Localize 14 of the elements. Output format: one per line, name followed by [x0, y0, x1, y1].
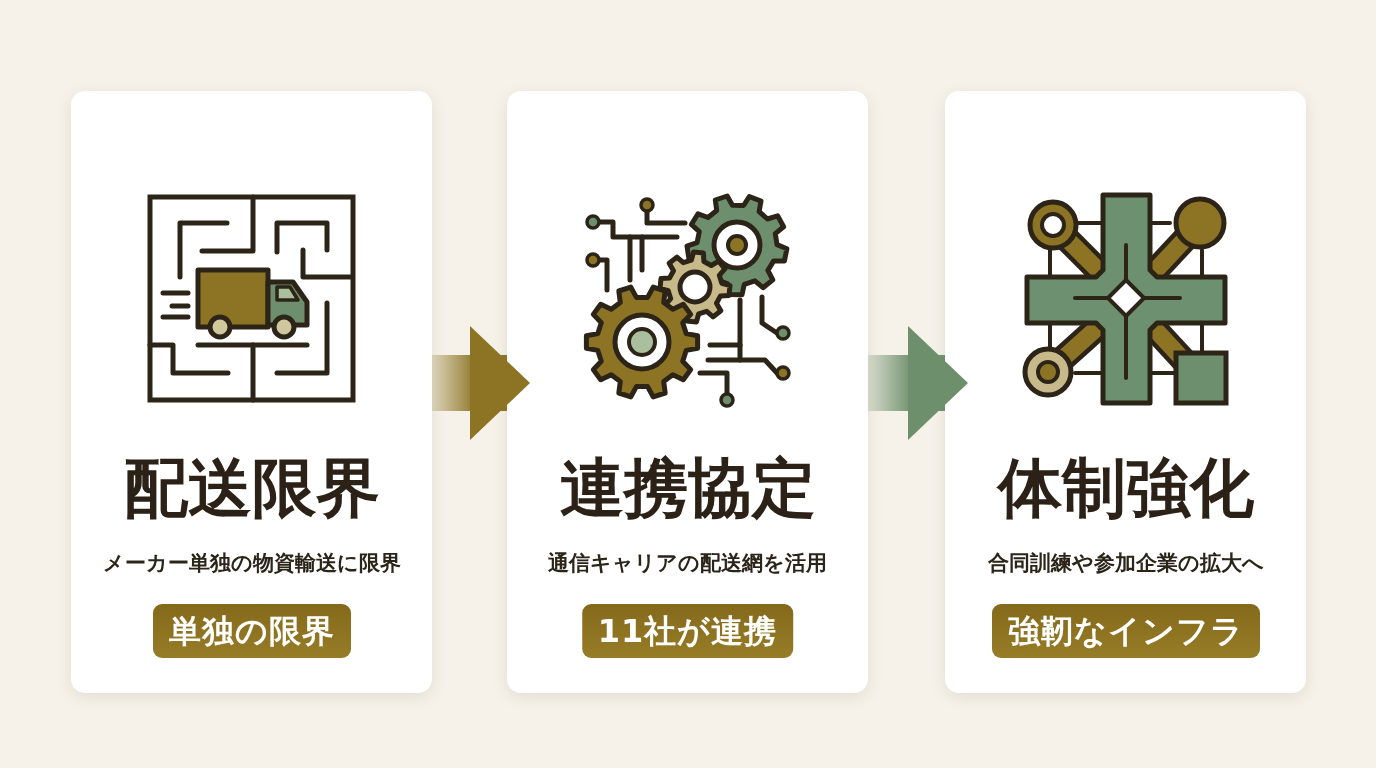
card — [71, 91, 432, 693]
subtitle-text: 通信キャリアの配送網を活用 — [547, 550, 828, 577]
highlight-badge: 強靭なインフラ — [991, 604, 1260, 658]
subtitle-text: メーカー単独の物資輸送に限界 — [101, 550, 402, 577]
card — [945, 91, 1306, 693]
card — [507, 91, 868, 693]
arrow — [432, 326, 530, 440]
subtitle-text: 合同訓練や参加企業の拡大へ — [986, 550, 1265, 577]
title-text: 配送限界 — [122, 449, 381, 527]
title-text: 連携協定 — [558, 449, 817, 527]
title-text: 体制強化 — [995, 449, 1255, 527]
highlight-badge: 11社が連携 — [581, 604, 794, 658]
arrow — [868, 326, 968, 440]
highlight-badge: 単独の限界 — [152, 604, 351, 658]
